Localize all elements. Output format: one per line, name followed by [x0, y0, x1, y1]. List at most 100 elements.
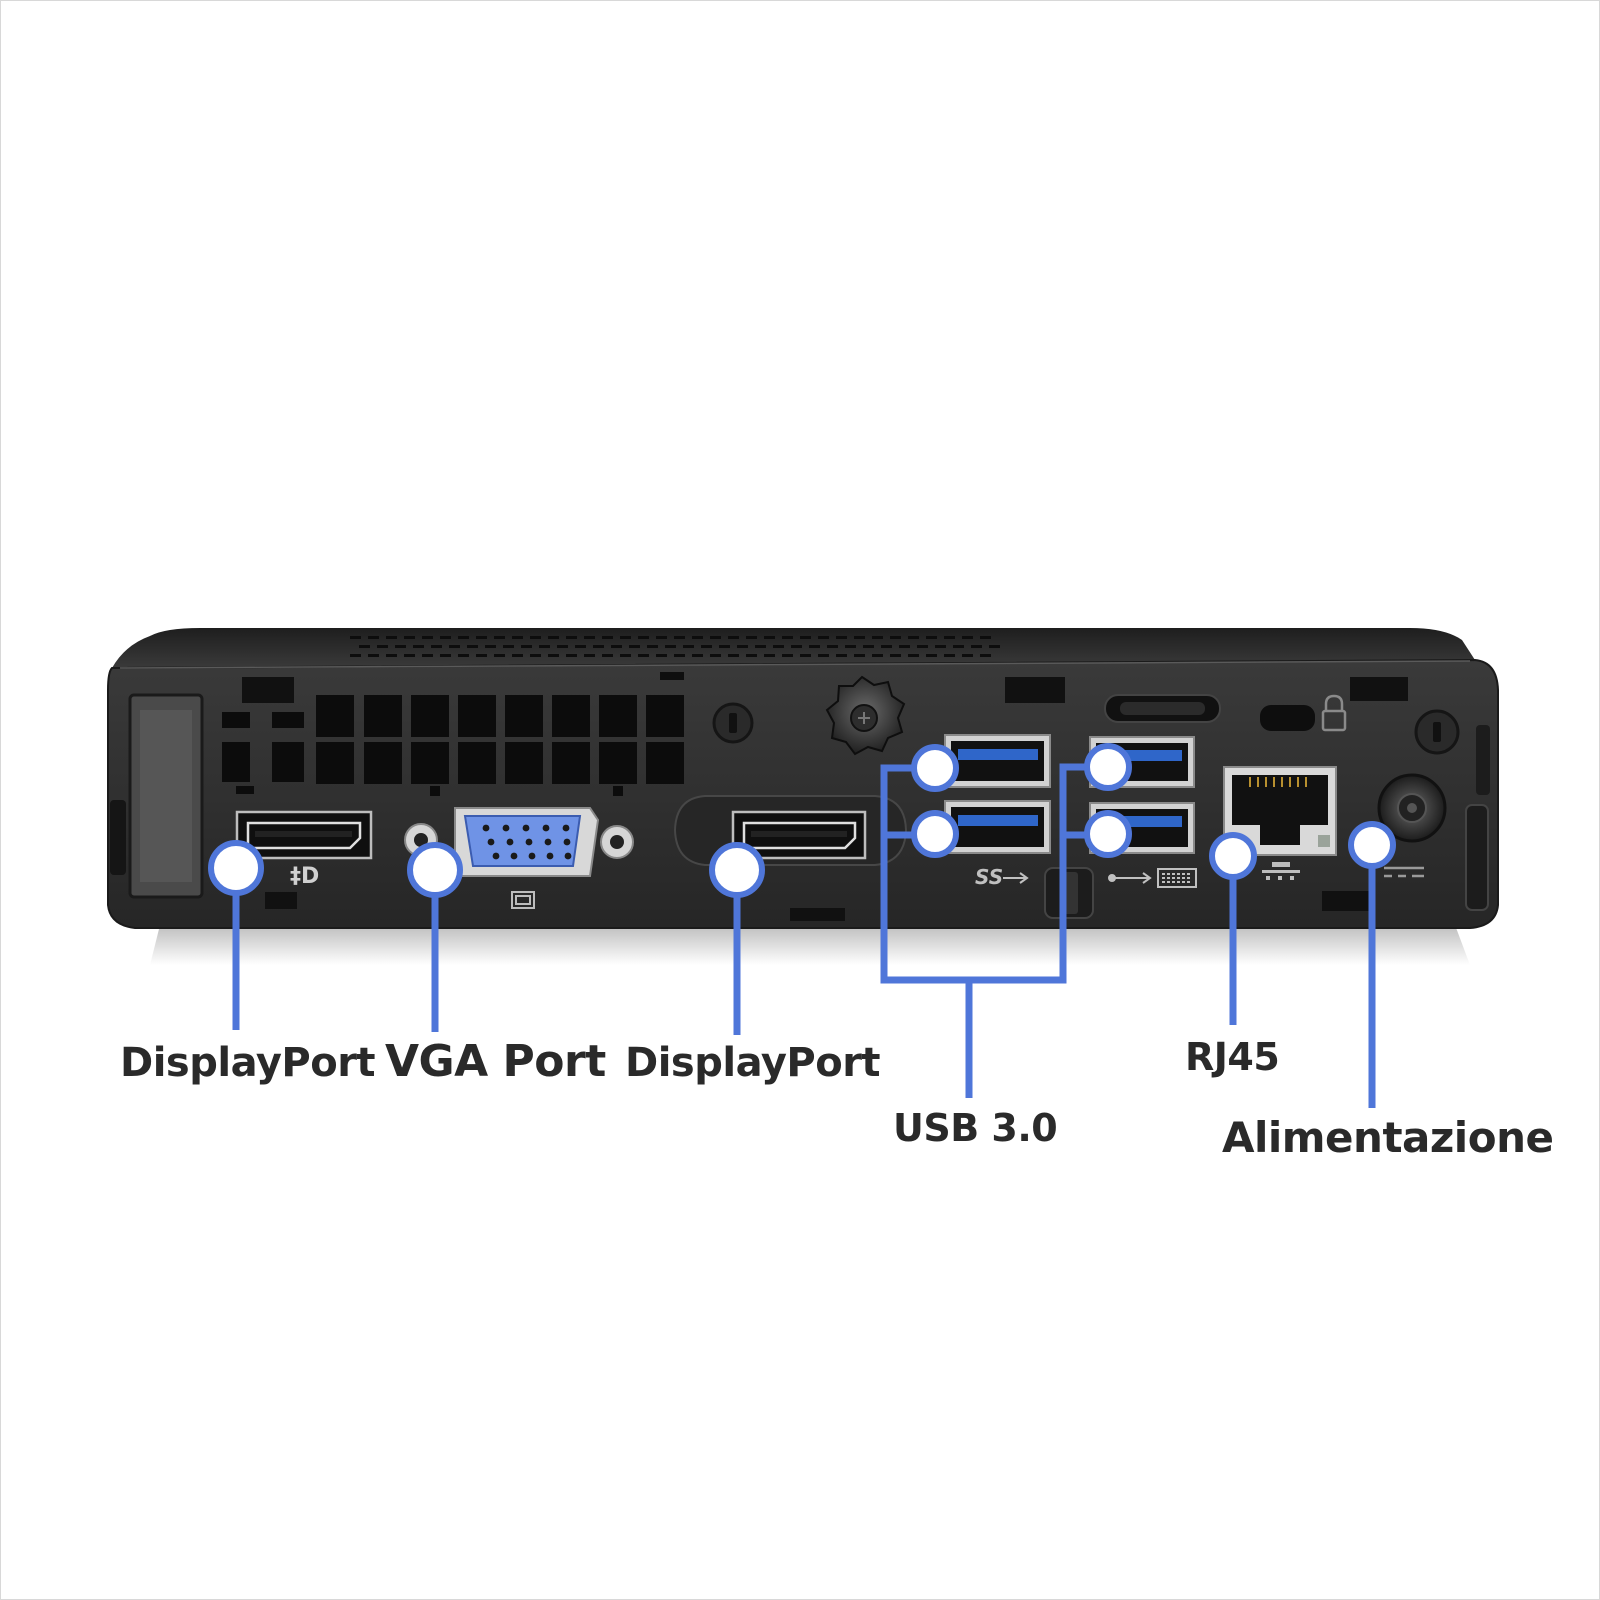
top-vent-slot: [548, 636, 559, 639]
top-vent-slot: [674, 636, 685, 639]
top-vent-slot: [701, 645, 712, 648]
top-vent-slot: [557, 645, 568, 648]
power-jack[interactable]: [1377, 773, 1447, 843]
top-vent-slot: [782, 654, 793, 657]
top-vent-slot: [602, 636, 613, 639]
top-vent-slot: [683, 645, 694, 648]
screw-hole: [712, 702, 754, 744]
vent-hole: [364, 695, 402, 737]
top-vent-slot: [458, 654, 469, 657]
usb-port-2[interactable]: [944, 800, 1051, 854]
top-vent-slot: [476, 636, 487, 639]
security-lock-slot[interactable]: [1260, 705, 1315, 731]
top-vent-slot: [935, 645, 946, 648]
top-vent-slot: [890, 654, 901, 657]
top-vent-slot: [611, 645, 622, 648]
callout-marker-usb-1: [911, 744, 959, 792]
top-vent-slot: [350, 654, 361, 657]
displayport-left-port[interactable]: [235, 810, 373, 860]
top-vent-slot: [638, 654, 649, 657]
top-tab: [1350, 677, 1408, 701]
vent-hole: [552, 742, 590, 784]
vga-pin: [482, 824, 490, 832]
thumbscrew[interactable]: [825, 675, 906, 756]
vga-pin: [542, 824, 550, 832]
vga-pin: [528, 852, 536, 860]
vent-hole: [646, 695, 684, 737]
top-vent-slot: [539, 645, 550, 648]
usb-icon: [1108, 872, 1152, 884]
top-vent-slot: [566, 654, 577, 657]
top-vent-slot: [350, 636, 361, 639]
top-vent-slot: [512, 636, 523, 639]
dp-icon: ‡D: [290, 864, 319, 889]
vga-pin: [546, 852, 554, 860]
label-rj45: RJ45: [1185, 1035, 1280, 1079]
top-vent-slot: [584, 636, 595, 639]
usb-port-1[interactable]: [944, 734, 1051, 788]
top-vent-slot: [980, 654, 991, 657]
label-displayport-left: DisplayPort: [120, 1040, 376, 1086]
port-notch: [1322, 891, 1374, 911]
top-vent-slot: [422, 654, 433, 657]
top-vent-slot: [584, 654, 595, 657]
top-vent-slot: [764, 636, 775, 639]
top-vent-slot: [413, 645, 424, 648]
top-vent-slot: [926, 636, 937, 639]
port-notch: [265, 892, 297, 909]
top-vent-slot: [926, 654, 937, 657]
vent-hole: [411, 695, 449, 737]
top-vent-slot: [530, 636, 541, 639]
top-vent-slot: [404, 636, 415, 639]
top-vent-slot: [755, 645, 766, 648]
vent-hole: [613, 786, 623, 796]
top-vent-slot: [872, 654, 883, 657]
svg-text:SS: SS: [975, 865, 1003, 889]
top-vent-slot: [440, 636, 451, 639]
label-usb: USB 3.0: [893, 1106, 1058, 1150]
top-vent-slot: [359, 645, 370, 648]
vent-hole: [458, 742, 496, 784]
top-vent-slot: [953, 645, 964, 648]
vga-pin: [525, 838, 533, 846]
top-vent-slot: [467, 645, 478, 648]
top-vent-slot: [647, 645, 658, 648]
top-vent-slot: [908, 654, 919, 657]
top-vent-slot: [818, 636, 829, 639]
top-vent-slot: [917, 645, 928, 648]
vent-hole: [599, 742, 637, 784]
top-vent-slot: [512, 654, 523, 657]
vga-pins: [482, 824, 572, 860]
right-edge-foot: [1465, 804, 1489, 911]
top-vent-slot: [503, 645, 514, 648]
callout-marker-usb-3: [1084, 743, 1132, 791]
right-edge-clip: [1476, 725, 1490, 795]
vga-port[interactable]: [404, 807, 634, 877]
top-vent-slot: [593, 645, 604, 648]
top-vent-slot: [800, 654, 811, 657]
top-vent-slot: [692, 636, 703, 639]
callout-markers: [208, 743, 1396, 898]
label-vga-port: VGA Port: [385, 1036, 606, 1087]
top-vent-slot: [845, 645, 856, 648]
top-vent-slot: [782, 636, 793, 639]
top-vent-slot: [377, 645, 388, 648]
top-vent-slot: [404, 654, 415, 657]
callout-marker-power: [1348, 821, 1396, 869]
top-vent-slot: [836, 654, 847, 657]
top-vent-slot: [764, 654, 775, 657]
top-vent-slot: [629, 645, 640, 648]
vent-hole: [364, 742, 402, 784]
top-vent-slot: [485, 645, 496, 648]
top-vent-slot: [989, 645, 1000, 648]
top-vent-slot: [620, 654, 631, 657]
top-vent-slot: [728, 654, 739, 657]
top-vent-slot: [431, 645, 442, 648]
monitor-icon: [511, 891, 535, 909]
top-vent-slot: [665, 645, 676, 648]
callout-marker-rj45: [1209, 832, 1257, 880]
vga-pin: [544, 838, 552, 846]
port-notch: [790, 908, 845, 921]
svg-text:‡D: ‡D: [290, 864, 319, 889]
vga-pin: [522, 824, 530, 832]
